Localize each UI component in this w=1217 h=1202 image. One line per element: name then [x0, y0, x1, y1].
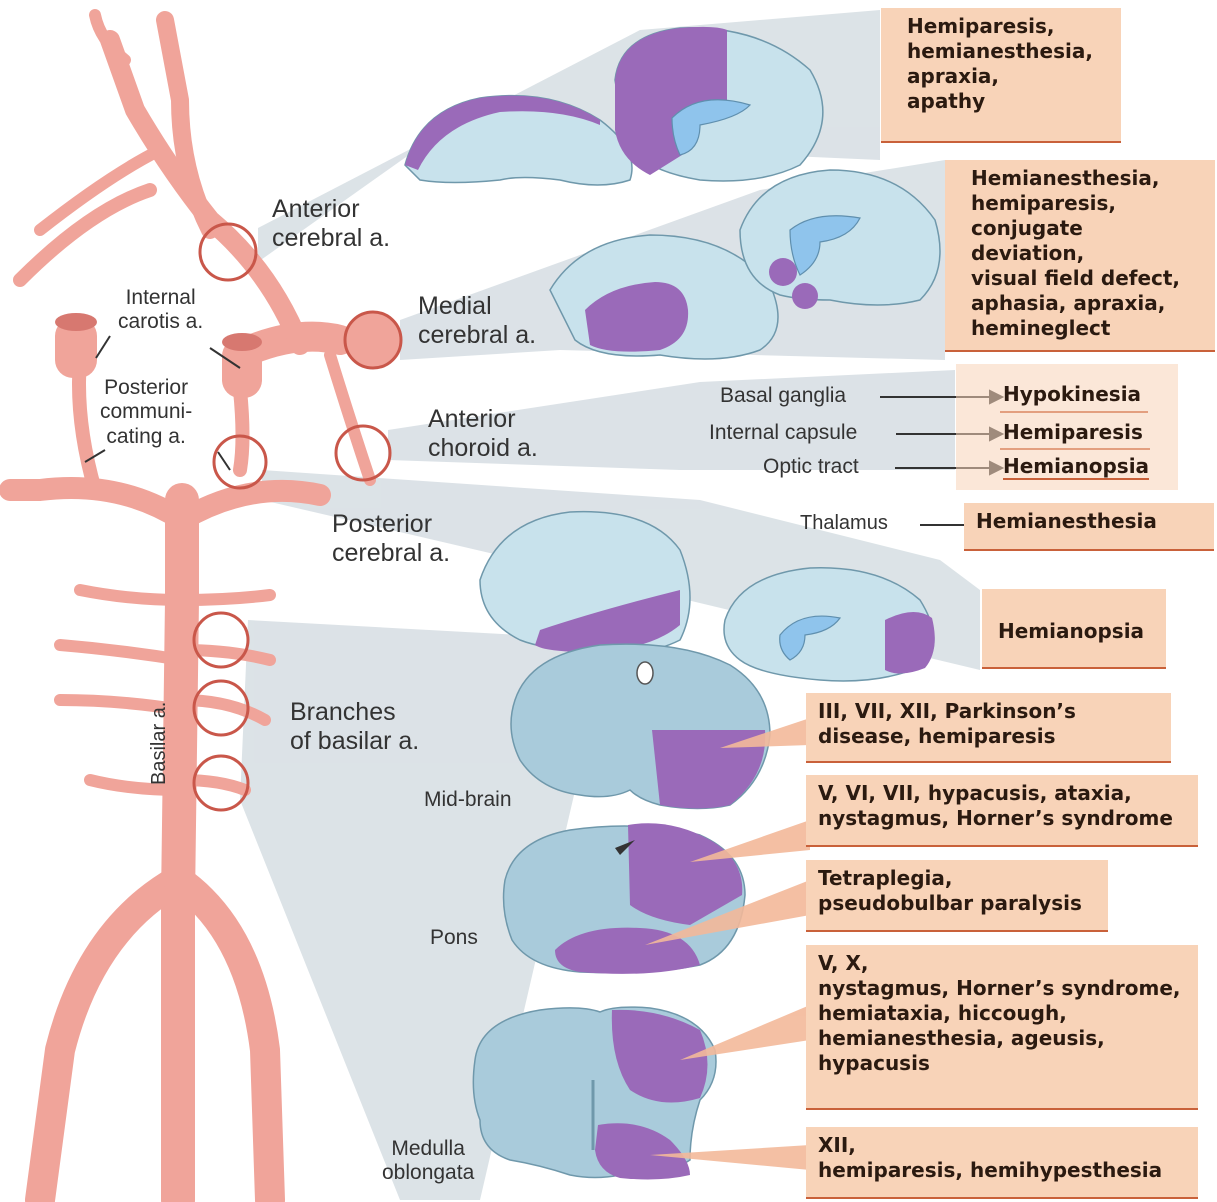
label-medulla: Medulla oblongata — [382, 1137, 474, 1186]
section-pons — [504, 823, 745, 974]
label-branches-basilar: Branches of basilar a. — [290, 698, 419, 756]
label-medial-cerebral: Medial cerebral a. — [418, 292, 536, 350]
label-mid-brain: Mid-brain — [424, 788, 512, 812]
label-basilar: Basilar a. — [148, 702, 171, 785]
label-thalamus: Thalamus — [800, 512, 888, 535]
symptoms-pons-lower: Tetraplegia, pseudobulbar paralysis — [806, 860, 1108, 932]
symptoms-medulla-medial: XII, hemiparesis, hemihypesthesia — [806, 1127, 1198, 1199]
label-internal-capsule: Internal capsule — [709, 421, 857, 445]
symptom-hypokinesia: Hypokinesia — [1003, 382, 1141, 406]
symptoms-pons-upper: V, VI, VII, hypacusis, ataxia, nystagmus… — [806, 775, 1198, 847]
label-optic-tract: Optic tract — [763, 455, 859, 479]
symptom-hemiparesis: Hemiparesis — [1003, 420, 1143, 444]
pcom-left — [79, 360, 95, 490]
vertebral-left — [40, 880, 178, 1200]
symptoms-posterior-cerebral: Hemianopsia — [982, 589, 1166, 669]
basilar-branch-1 — [182, 595, 270, 600]
aca-left — [165, 20, 210, 230]
symptoms-thalamus: Hemianesthesia — [964, 503, 1214, 551]
pcom-right — [240, 390, 243, 470]
symptom-hemianopsia-optic: Hemianopsia — [1003, 454, 1149, 480]
symptoms-anterior-cerebral: Hemiparesis, hemianesthesia, apraxia, ap… — [881, 8, 1121, 143]
label-posterior-cerebral: Posterior cerebral a. — [332, 510, 450, 568]
aca-branch-3 — [95, 15, 125, 60]
basilar-branch-4 — [60, 645, 182, 660]
label-internal-carotis: Internal carotis a. — [118, 286, 203, 335]
label-posterior-communicating: Posterior communi- cating a. — [100, 376, 192, 449]
brain-posterior-lateral — [480, 512, 690, 654]
label-pons: Pons — [430, 926, 478, 950]
label-basal-ganglia: Basal ganglia — [720, 384, 846, 408]
symptoms-medial-cerebral: Hemianesthesia, hemiparesis, conjugate d… — [945, 160, 1215, 352]
arterial-tree — [10, 15, 370, 1200]
symptoms-medulla-lateral: V, X, nystagmus, Horner’s syndrome, hemi… — [806, 945, 1198, 1110]
label-anterior-choroid: Anterior choroid a. — [428, 405, 538, 463]
section-midbrain — [511, 644, 770, 808]
symptoms-mid-brain: III, VII, XII, Parkinson’s disease, hemi… — [806, 693, 1171, 763]
label-anterior-cerebral: Anterior cerebral a. — [272, 195, 390, 253]
